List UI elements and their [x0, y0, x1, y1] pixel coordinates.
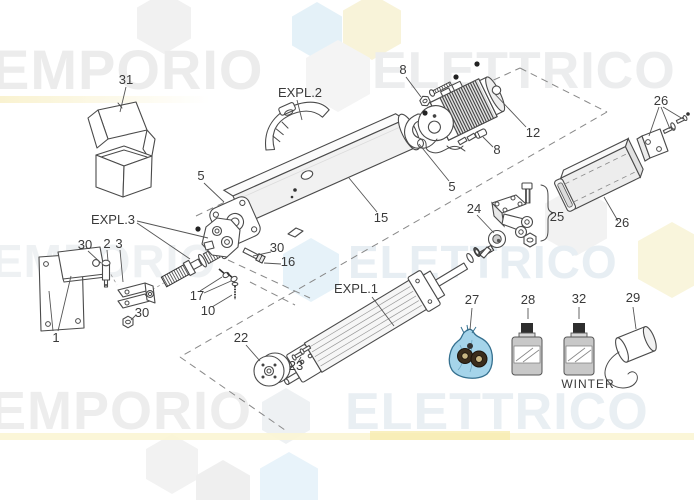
dashed-guides — [104, 67, 608, 431]
part-label-17: 17 — [190, 288, 204, 303]
screw-dot — [422, 110, 428, 116]
part-pin-2 — [101, 259, 111, 288]
yellow-band — [370, 431, 510, 440]
part-gearbox-expl3 — [201, 217, 241, 258]
part-label-32: 32 — [572, 291, 586, 306]
part-bracket-26 — [636, 112, 690, 162]
part-terminal-8 — [474, 128, 488, 139]
yellow-band — [0, 433, 694, 440]
part-motor-12 — [417, 76, 506, 142]
part-label-31: 31 — [119, 72, 133, 87]
part-cover-expl2 — [264, 101, 330, 151]
part-labels: 31 EXPL.2 8 12 8 26 5 15 5 EXPL.3 30 2 3… — [52, 62, 668, 391]
part-label-3: 3 — [115, 236, 122, 251]
part-label-28: 28 — [521, 292, 535, 307]
screw-dot — [195, 226, 201, 232]
part-label-27: 27 — [465, 292, 479, 307]
part-label-23: 23 — [289, 358, 303, 373]
part-screw-8 — [428, 81, 453, 97]
watermark-word: EMPORIO — [0, 381, 253, 441]
part-bracket-25 — [491, 182, 554, 248]
part-label-15: 15 — [374, 210, 388, 225]
part-screws-17 — [218, 268, 238, 283]
watermark-word: ELETTRICO — [372, 42, 676, 100]
part-label-30b: 30 — [270, 240, 284, 255]
part-label-25: 25 — [550, 209, 564, 224]
part-ball-joint-24 — [466, 229, 507, 263]
screw-dot — [453, 74, 459, 80]
part-fork-3 — [117, 282, 156, 309]
part-label-8a: 8 — [399, 62, 406, 77]
beam-hole — [300, 170, 314, 180]
part-label-26b: 26 — [615, 215, 629, 230]
part-nut-8 — [419, 95, 431, 107]
part-label-10: 10 — [201, 303, 215, 318]
part-label-29: 29 — [626, 290, 640, 305]
part-spacer-plate — [57, 246, 107, 283]
part-label-expl1: EXPL.1 — [334, 281, 378, 296]
part-tube-26 — [554, 137, 644, 212]
motor-wires — [417, 132, 477, 154]
beam-shim — [287, 227, 304, 238]
part-nut-30 — [122, 315, 134, 329]
part-box-31 — [87, 101, 156, 198]
part-label-22: 22 — [234, 330, 248, 345]
part-screw-10 — [231, 281, 239, 300]
beam-screw-dot — [293, 188, 297, 192]
part-bolt-25 — [521, 182, 533, 204]
part-nut-25 — [523, 232, 537, 248]
hexagon-decor — [146, 434, 198, 494]
part-label-8b: 8 — [493, 142, 500, 157]
part-label-26a: 26 — [654, 93, 668, 108]
part-label-24: 24 — [467, 201, 481, 216]
part-label-16: 16 — [281, 254, 295, 269]
part-bolt-16 — [242, 247, 266, 264]
part-beam-15 — [222, 113, 418, 225]
screw-dot — [474, 61, 480, 67]
yellow-band — [0, 96, 210, 103]
watermark-word: EMPORIO — [0, 38, 264, 101]
part-disc-22 — [253, 352, 291, 387]
beam-screw-dot — [290, 195, 294, 199]
part-label-5a: 5 — [197, 168, 204, 183]
watermark-word: ELETTRICO — [348, 236, 618, 288]
part-bag-27 — [448, 324, 494, 379]
winter-label: WINTER — [561, 377, 614, 391]
part-label-2: 2 — [103, 236, 110, 251]
part-label-1: 1 — [52, 330, 59, 345]
part-label-expl3: EXPL.3 — [91, 212, 135, 227]
part-label-expl2: EXPL.2 — [278, 85, 322, 100]
part-label-30a: 30 — [78, 237, 92, 252]
part-screws-23 — [291, 345, 313, 365]
part-capacitor-29 — [604, 326, 657, 389]
leader-lines — [48, 76, 684, 365]
part-label-5b: 5 — [448, 179, 455, 194]
part-bottle-32 — [563, 323, 595, 376]
part-label-30c: 30 — [135, 305, 149, 320]
watermark-word: ELETTRICO — [345, 383, 649, 441]
part-bottle-28 — [511, 323, 543, 376]
part-label-12: 12 — [526, 125, 540, 140]
brace-25 — [540, 184, 554, 242]
